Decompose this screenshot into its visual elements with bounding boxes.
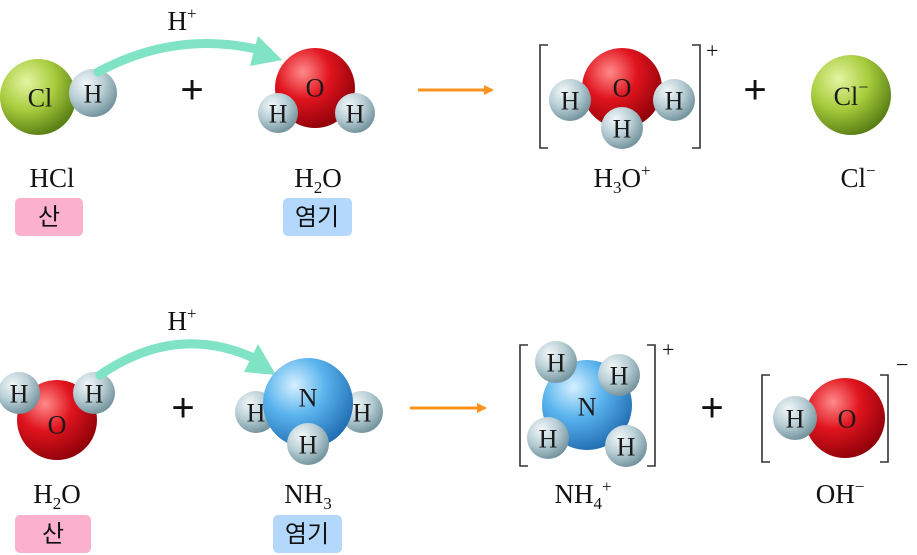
hydronium-ion: O H H H + <box>539 38 718 149</box>
water-molecule: O H H <box>0 372 115 460</box>
plus-sign: + <box>700 386 723 430</box>
hydrogen-atom <box>535 341 577 383</box>
left-bracket <box>761 374 770 463</box>
atom-label: H <box>539 425 558 454</box>
plus-sign: + <box>180 68 203 112</box>
nh3-formula: NH3 <box>284 479 332 513</box>
ion-charge: + <box>706 38 718 63</box>
atom-label: H <box>786 405 805 434</box>
right-bracket <box>647 344 656 467</box>
atom-label: H <box>665 87 684 116</box>
hydrogen-atom <box>549 79 591 121</box>
chloride-ion: Cl− <box>811 55 891 135</box>
atom-label: O <box>306 74 325 103</box>
proton-label: H+ <box>167 304 196 336</box>
ammonium-ion: N H H H H + <box>519 337 674 467</box>
proton-label: H+ <box>167 4 196 36</box>
ion-charge: + <box>662 337 674 362</box>
atom-label: H <box>547 349 566 378</box>
hydrogen-atom <box>773 396 817 440</box>
hcl-molecule: Cl H <box>0 59 117 135</box>
chlorine-atom <box>0 59 76 135</box>
atom-label: O <box>613 74 632 103</box>
base-badge <box>273 515 342 553</box>
base-badge <box>283 198 352 236</box>
proton-arrow-head <box>244 344 276 375</box>
oxygen-atom <box>805 378 885 458</box>
hydrogen-atom <box>0 372 40 414</box>
right-bracket <box>692 44 701 149</box>
atom-label: H <box>299 431 318 460</box>
hydrogen-atom <box>335 93 375 133</box>
oh-formula: OH− <box>816 477 865 509</box>
acid-badge <box>15 198 83 236</box>
hydrogen-atom <box>69 69 117 117</box>
hydrogen-atom <box>601 107 643 149</box>
acid-badge <box>15 515 91 553</box>
hydrogen-atom <box>73 372 115 414</box>
atom-label: H <box>613 115 632 144</box>
left-bracket <box>539 44 548 149</box>
nitrogen-atom <box>263 358 353 448</box>
plus-sign: + <box>171 386 194 430</box>
atom-label: H <box>10 380 29 409</box>
right-bracket <box>880 374 889 463</box>
atom-label: H <box>84 80 103 109</box>
atom-label: H <box>85 380 104 409</box>
h3o-formula: H3O+ <box>593 161 650 197</box>
oxygen-atom <box>582 48 662 128</box>
base-badge-label: 염기 <box>285 520 329 548</box>
hydrogen-atom <box>287 423 329 465</box>
hydrogen-atom <box>653 79 695 121</box>
atom-label: Cl− <box>834 77 869 111</box>
proton-transfer-arrow <box>95 339 267 380</box>
ion-charge: − <box>896 352 908 377</box>
atom-label: N <box>578 393 597 422</box>
ammonia-molecule: H H N H <box>235 358 383 465</box>
h2o-formula: H2O <box>294 163 342 197</box>
proton-transfer-arrow <box>93 39 273 77</box>
acid-badge-label: 산 <box>38 203 60 231</box>
atom-label: H <box>247 399 266 428</box>
atom-label: H <box>353 399 372 428</box>
hydrogen-atom <box>605 425 647 467</box>
hcl-formula: HCl <box>29 163 74 193</box>
hydroxide-ion: O H − <box>761 352 908 463</box>
plus-sign: + <box>743 68 766 112</box>
nh4-formula: NH4+ <box>554 477 611 513</box>
atom-label: O <box>838 405 857 434</box>
hydrogen-atom <box>527 417 569 459</box>
acid-badge-label: 산 <box>42 520 64 548</box>
cl-ion-formula: Cl− <box>840 161 875 193</box>
atom-label: H <box>617 433 636 462</box>
h2o-formula: H2O <box>33 479 81 513</box>
water-molecule: O H H <box>258 48 375 133</box>
hydrogen-atom <box>258 93 298 133</box>
atom-label: H <box>346 100 365 129</box>
chlorine-atom <box>811 55 891 135</box>
atom-label: H <box>269 100 288 129</box>
hydrogen-atom <box>598 354 640 396</box>
left-bracket <box>519 344 528 467</box>
atom-label: N <box>299 384 318 413</box>
atom-label: H <box>561 87 580 116</box>
base-badge-label: 염기 <box>295 203 339 231</box>
atom-label: H <box>610 362 629 391</box>
atom-label: Cl <box>28 84 53 113</box>
proton-arrow-head <box>250 36 282 66</box>
atom-label: O <box>48 411 67 440</box>
